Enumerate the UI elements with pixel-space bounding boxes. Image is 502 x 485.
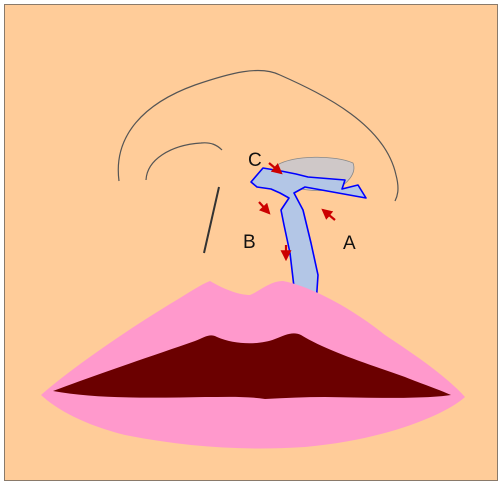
vocal-tract-diagram: C B A: [5, 5, 498, 481]
label-c: C: [248, 150, 262, 171]
pharynx-wall-line: [204, 187, 219, 253]
arrow-b1: [259, 202, 269, 213]
label-b: B: [243, 232, 256, 253]
arrow-a: [323, 210, 335, 220]
diagram-frame: C B A: [4, 4, 498, 481]
label-a: A: [343, 233, 356, 254]
nasal-cavity-outline: [146, 143, 222, 180]
